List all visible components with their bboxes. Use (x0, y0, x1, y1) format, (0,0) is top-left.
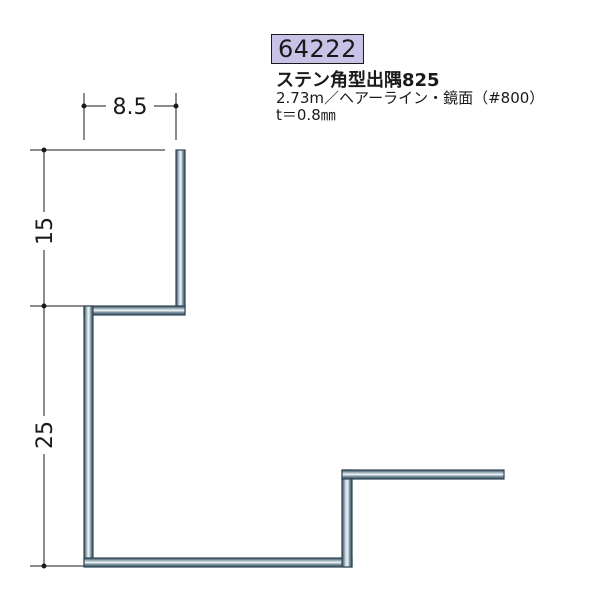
profile-main-web (83, 305, 94, 567)
product-thickness: t＝0.8㎜ (276, 106, 336, 124)
profile-lower-flange (341, 469, 505, 480)
profile-lower-riser (341, 469, 353, 568)
product-code-badge: 64222 (271, 34, 364, 64)
width-label: 8.5 (113, 95, 148, 120)
upper-height-label-bg (32, 212, 56, 250)
width-dimension: 8.5 (81, 93, 179, 140)
steel-profile (83, 149, 505, 568)
product-spec: 2.73m／ヘアーライン・鏡面（#800） (276, 89, 545, 107)
lower-height-label: 25 (33, 421, 58, 449)
height-dimension: 15 25 (30, 147, 165, 569)
profile-top-flange (175, 149, 186, 315)
lower-height-label-bg (32, 416, 56, 454)
height-dot-bottom (41, 563, 47, 569)
profile-upper-step (83, 305, 186, 316)
width-dim-dot-left (81, 103, 87, 109)
width-dim-dot-right (173, 103, 179, 109)
product-name: ステン角型出隅825 (276, 70, 440, 91)
profile-bottom-leg (83, 557, 353, 568)
width-label-bg (106, 94, 154, 118)
height-dot-top (41, 147, 47, 153)
height-dot-middle (41, 303, 47, 309)
upper-height-label: 15 (33, 217, 58, 245)
